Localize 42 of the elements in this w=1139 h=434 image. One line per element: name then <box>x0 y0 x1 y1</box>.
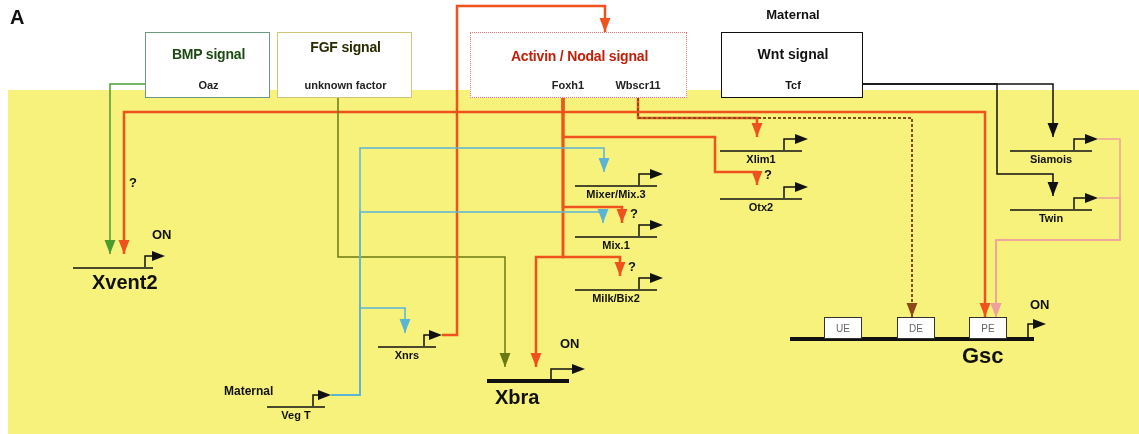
factor-name: Oaz <box>197 79 220 92</box>
signal-name: Activin / Nodal signal <box>509 49 650 65</box>
gene-name: Mixer/Mix.3 <box>585 188 647 201</box>
gene-name: Otx2 <box>747 201 775 214</box>
gene-name: Xbra <box>495 386 540 408</box>
gene-name: Xlim1 <box>745 153 777 166</box>
regulation-arrow <box>862 83 1059 197</box>
regulation-arrow <box>337 97 511 368</box>
regulation-arrow <box>636 98 763 137</box>
gene-name: Xvent2 <box>92 271 158 293</box>
signal-name: BMP signal <box>170 47 247 63</box>
signal-box <box>277 32 412 98</box>
enhancer-element: PE <box>969 317 1007 339</box>
gene-name: Milk/Bix2 <box>591 292 641 305</box>
origin-label: Maternal <box>224 385 274 399</box>
gene-name: Mix.1 <box>601 239 631 252</box>
enhancer-element: UE <box>824 317 862 339</box>
enhancer-element: DE <box>897 317 935 339</box>
origin-label: Maternal <box>765 8 821 23</box>
gene-name: Gsc <box>962 344 1004 369</box>
factor-name: Wbscr11 <box>614 79 662 92</box>
gene-name: Veg T <box>280 409 312 422</box>
signal-box <box>470 32 687 98</box>
signal-name: FGF signal <box>309 40 382 56</box>
signal-name: Wnt signal <box>756 47 830 63</box>
signal-box <box>145 32 270 98</box>
factor-name: Tcf <box>784 79 802 92</box>
regulation-arrow <box>104 83 146 255</box>
factor-name: unknown factor <box>303 79 388 92</box>
gene-name: Twin <box>1037 212 1065 225</box>
regulation-arrow <box>442 4 611 337</box>
regulation-arrow <box>530 98 565 367</box>
panel-letter: A <box>10 6 25 28</box>
regulation-arrow <box>990 197 1121 318</box>
factor-name: Foxh1 <box>550 79 586 92</box>
expression-state-label: ON <box>152 228 172 243</box>
gene-name: Siamois <box>1028 153 1074 166</box>
regulation-arrow <box>330 209 609 396</box>
gene-name: Xnrs <box>393 349 421 362</box>
regulation-arrow <box>637 97 918 318</box>
expression-state-label: ON <box>560 337 580 352</box>
expression-state-label: ON <box>1030 298 1050 313</box>
